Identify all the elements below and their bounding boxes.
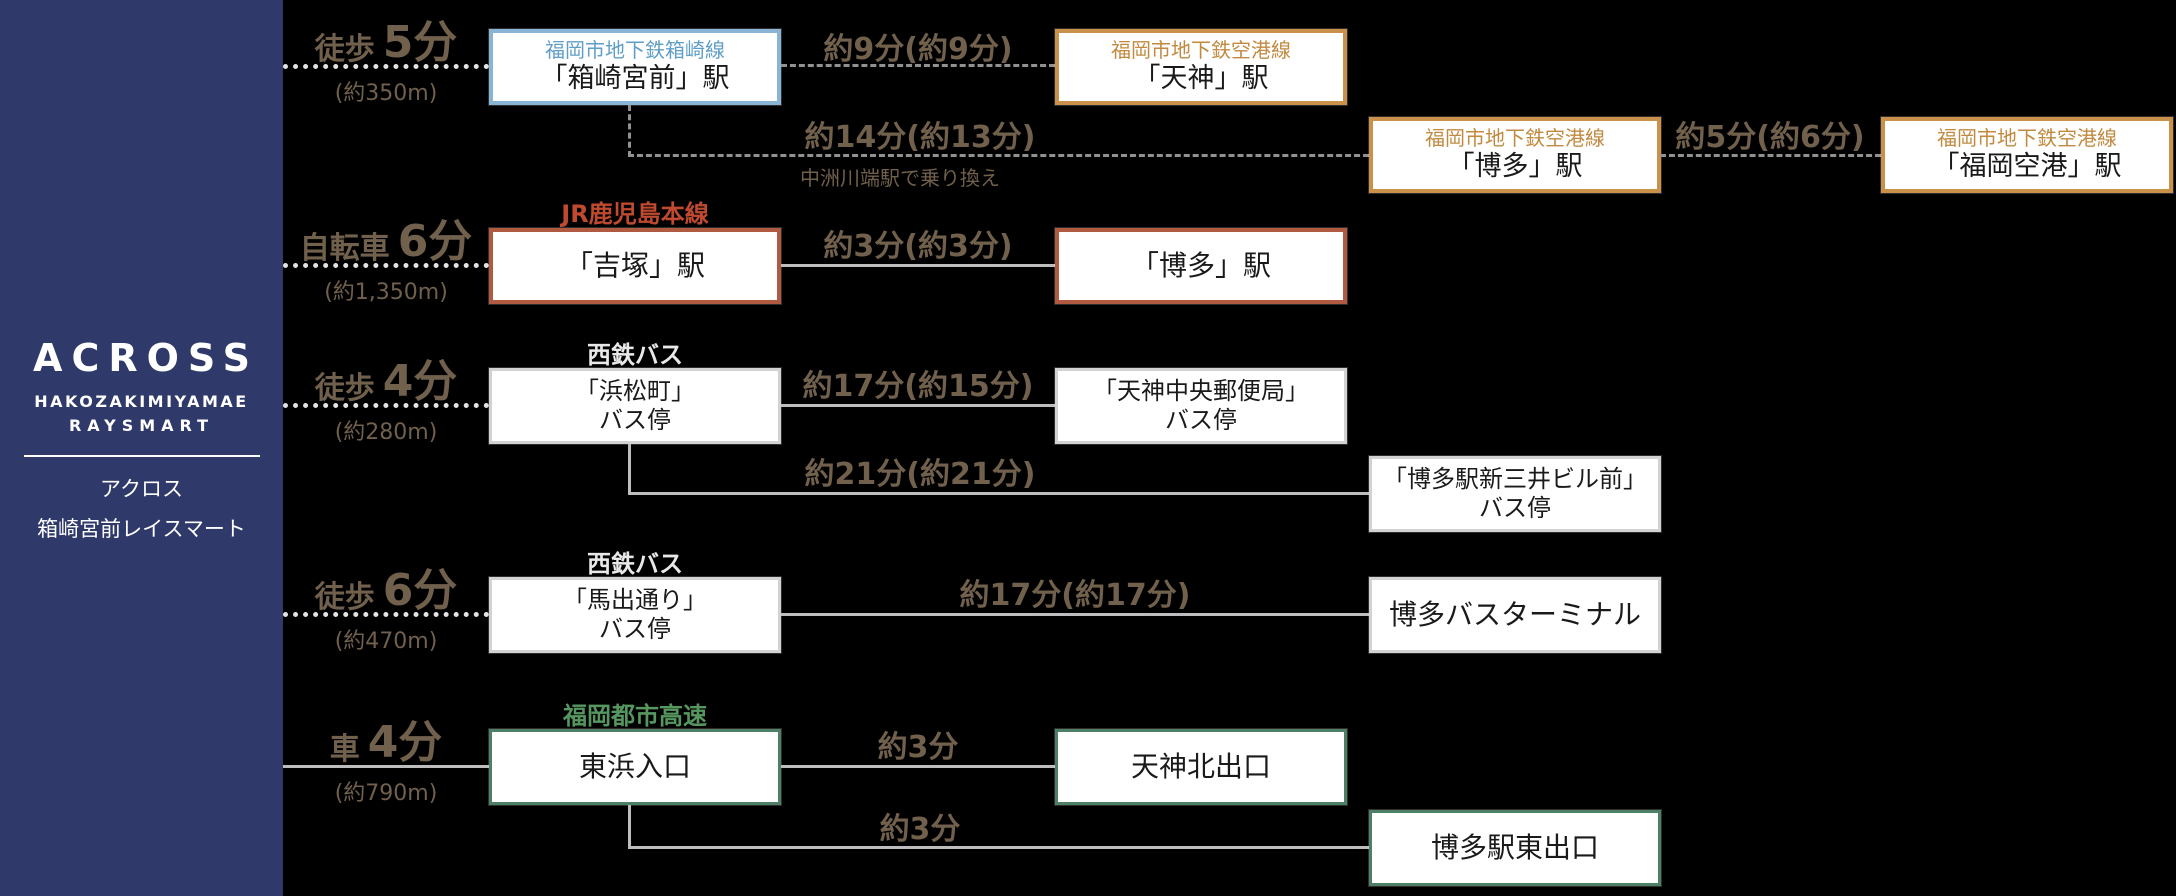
access-time-value: 4分	[382, 356, 458, 407]
station-yoshizuka: 「吉塚」駅	[489, 228, 781, 304]
station-name: 「箱崎宮前」駅	[540, 63, 730, 95]
line-name-kuko: 福岡市地下鉄空港線	[1111, 38, 1291, 63]
duration-hakata-airport: 約5分(約6分)	[1675, 120, 1865, 155]
sidebar: ACROSS HAKOZAKIMIYAMAE RAYSMART アクロス 箱崎宮…	[0, 0, 283, 896]
line-name-jr: JR鹿児島本線	[561, 200, 709, 228]
duration-higashihama-tenjinkita: 約3分	[877, 730, 959, 765]
access-mode: 自転車	[299, 231, 390, 266]
brand-name-ja-2: 箱崎宮前レイスマート	[37, 517, 246, 541]
busstop-name: 「浜松町」 バス停	[575, 377, 695, 434]
access-distance: (約1,350m)	[324, 280, 448, 305]
station-hakozakimiyamae: 福岡市地下鉄箱崎線 「箱崎宮前」駅	[489, 29, 781, 105]
ramp-name: 天神北出口	[1130, 750, 1271, 784]
access-bike6: 自転車 6分	[283, 214, 489, 264]
walk-dotted-line	[283, 612, 489, 617]
subway-dashed-line	[781, 64, 1055, 67]
bus-line-connector	[781, 613, 1369, 616]
access-mode: 徒歩	[314, 32, 375, 67]
access-distance: (約470m)	[334, 629, 438, 654]
transfer-note: 中洲川端駅で乗り換え	[800, 166, 1000, 190]
access-mode: 車	[329, 732, 360, 767]
car-solid-line	[283, 765, 489, 768]
access-time-value: 5分	[382, 17, 458, 68]
ramp-hakataeki-higashi: 博多駅東出口	[1369, 810, 1661, 886]
station-hakata-subway: 福岡市地下鉄空港線 「博多」駅	[1369, 117, 1661, 193]
bus-line-connector	[781, 404, 1055, 407]
brand-logo: ACROSS	[33, 336, 259, 380]
ramp-name: 博多駅東出口	[1430, 831, 1599, 865]
access-mode: 徒歩	[314, 580, 375, 615]
access-time-value: 6分	[382, 565, 458, 616]
ramp-name: 東浜入口	[578, 750, 691, 784]
duration-higashihama-hakatahigashi: 約3分	[879, 812, 961, 847]
station-name: 「天神」駅	[1133, 63, 1269, 95]
busstop-maidashi-dori: 「馬出通り」 バス停	[489, 577, 781, 653]
expressway-connector	[781, 765, 1055, 768]
subway-branch-horizontal	[628, 154, 1369, 157]
line-name-kuko: 福岡市地下鉄空港線	[1425, 126, 1605, 151]
access-distance: (約790m)	[334, 781, 438, 806]
busstop-hakataeki-shinmitsui: 「博多駅新三井ビル前」 バス停	[1369, 456, 1661, 532]
busstop-name: 博多バスターミナル	[1388, 598, 1641, 632]
station-tenjin: 福岡市地下鉄空港線 「天神」駅	[1055, 29, 1347, 105]
station-name: 「博多」駅	[1130, 249, 1271, 283]
brand-block: ACROSS HAKOZAKIMIYAMAE RAYSMART アクロス 箱崎宮…	[0, 336, 283, 543]
station-name: 「博多」駅	[1447, 151, 1583, 183]
busstop-tenjin-chuo-yubinkyoku: 「天神中央郵便局」 バス停	[1055, 368, 1347, 444]
line-name-bus: 西鉄バス	[587, 550, 683, 578]
subway-dashed-line	[1660, 154, 1881, 157]
station-name: 「吉塚」駅	[564, 249, 705, 283]
access-mode: 徒歩	[314, 371, 375, 406]
busstop-hamamatsucho: 「浜松町」 バス停	[489, 368, 781, 444]
jr-line-connector	[781, 264, 1055, 267]
access-walk5: 徒歩 5分	[283, 15, 489, 65]
duration-hamamatsucho-tenjin: 約17分(約15分)	[802, 369, 1034, 404]
brand-logo-sub1: HAKOZAKIMIYAMAE	[34, 392, 249, 411]
busstop-name: 「天神中央郵便局」 バス停	[1093, 377, 1309, 434]
brand-name-ja: アクロス	[100, 477, 183, 501]
subway-branch-vertical	[628, 105, 631, 157]
bus-branch-horizontal	[628, 492, 1369, 495]
walk-dotted-line	[283, 64, 489, 69]
expressway-branch-vertical	[628, 805, 631, 849]
duration-maidashi-terminal: 約17分(約17分)	[959, 578, 1191, 613]
bike-dotted-line	[283, 263, 489, 268]
ramp-tenjin-kita: 天神北出口	[1055, 729, 1347, 805]
access-time-value: 6分	[397, 216, 473, 267]
access-walk4: 徒歩 4分	[283, 354, 489, 404]
brand-divider	[23, 455, 260, 457]
station-name: 「福岡空港」駅	[1932, 151, 2122, 183]
station-fukuoka-airport: 福岡市地下鉄空港線 「福岡空港」駅	[1881, 117, 2173, 193]
busstop-name: 「博多駅新三井ビル前」 バス停	[1383, 465, 1647, 522]
access-time-value: 4分	[367, 717, 443, 768]
duration-hamamatsucho-hakata: 約21分(約21分)	[804, 457, 1036, 492]
access-walk6: 徒歩 6分	[283, 563, 489, 613]
walk-dotted-line	[283, 403, 489, 408]
access-car4: 車 4分	[283, 715, 489, 765]
duration-yoshizuka-hakata: 約3分(約3分)	[823, 229, 1013, 264]
line-name-hakozaki: 福岡市地下鉄箱崎線	[545, 38, 725, 63]
station-hakata-jr: 「博多」駅	[1055, 228, 1347, 304]
duration-hakozaki-hakata: 約14分(約13分)	[804, 120, 1036, 155]
busstop-hakata-bus-terminal: 博多バスターミナル	[1369, 577, 1661, 653]
busstop-name: 「馬出通り」 バス停	[563, 586, 707, 643]
access-distance: (約280m)	[334, 420, 438, 445]
line-name-expressway: 福岡都市高速	[563, 702, 707, 730]
access-distance: (約350m)	[334, 81, 438, 106]
line-name-bus: 西鉄バス	[587, 341, 683, 369]
line-name-kuko: 福岡市地下鉄空港線	[1937, 126, 2117, 151]
bus-branch-vertical	[628, 444, 631, 495]
ramp-higashihama: 東浜入口	[489, 729, 781, 805]
brand-logo-sub2: RAYSMART	[68, 416, 215, 435]
expressway-branch-horizontal	[628, 846, 1369, 849]
duration-hakozaki-tenjin: 約9分(約9分)	[823, 32, 1013, 67]
